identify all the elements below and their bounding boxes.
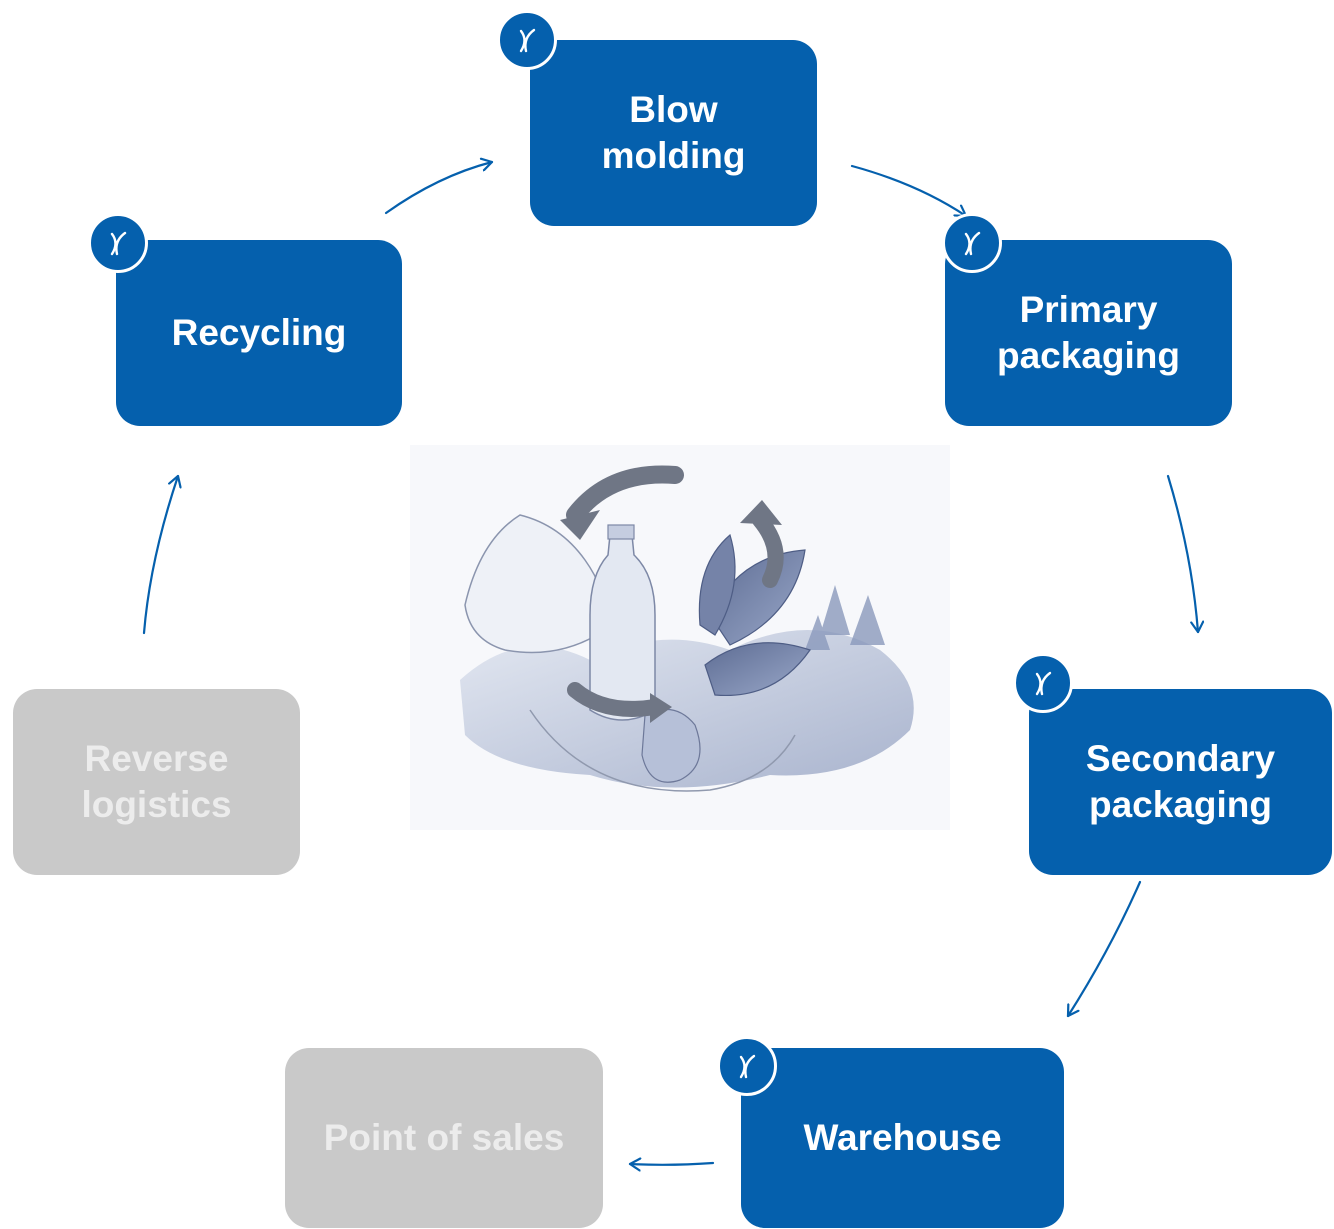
brand-logo-icon: [1013, 653, 1073, 713]
arrow-recycling-to-blow: [384, 162, 494, 215]
brand-logo-icon: [497, 10, 557, 70]
node-primary-packaging: Primary packaging: [945, 240, 1232, 426]
node-label: Point of sales: [323, 1117, 565, 1158]
node-secondary-packaging: Secondary packaging: [1029, 689, 1332, 875]
node-recycling: Recycling: [116, 240, 402, 426]
node-warehouse: Warehouse: [741, 1048, 1064, 1228]
node-label: Recycling: [171, 312, 347, 353]
brand-logo-icon: [88, 213, 148, 273]
node-point-of-sales: Point of sales: [285, 1048, 603, 1228]
node-label: Warehouse: [803, 1117, 1002, 1158]
arrow-warehouse-to-pos: [628, 1163, 715, 1165]
node-label: Primary packaging: [997, 289, 1180, 376]
arrow-blow-to-primary: [850, 164, 968, 218]
node-blow-molding: Blow molding: [530, 40, 817, 226]
arrow-secondary-to-warehouse: [1066, 880, 1142, 1018]
node-label: Secondary packaging: [1085, 738, 1276, 825]
arrow-reverse-to-recycling: [142, 474, 178, 635]
node-label: Reverse logistics: [81, 738, 232, 825]
brand-logo-icon: [942, 213, 1002, 273]
node-label: Blow molding: [601, 89, 746, 176]
recycling-illustration-drawing: [460, 465, 914, 792]
arrow-primary-to-secondary: [1166, 474, 1198, 634]
node-reverse-logistics: Reverse logistics: [13, 689, 300, 875]
brand-logo-icon: [717, 1036, 777, 1096]
recycling-illustration: [410, 445, 950, 830]
